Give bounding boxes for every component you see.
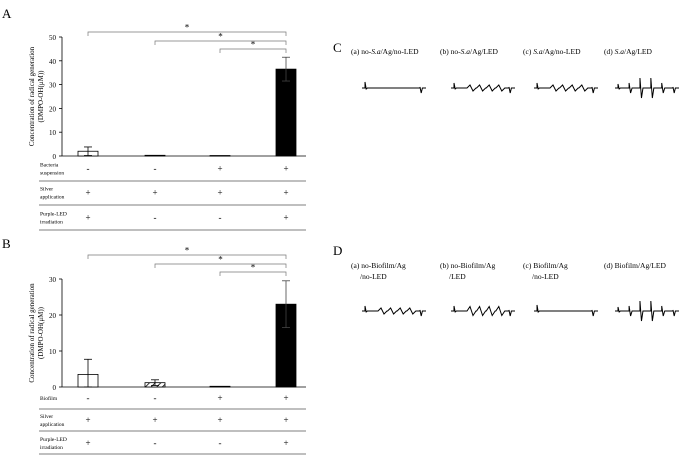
- condition-label: application: [40, 195, 65, 201]
- condition-value: +: [217, 393, 222, 403]
- condition-value: +: [283, 438, 288, 448]
- condition-value: +: [217, 164, 222, 174]
- esr-spectrum: [451, 305, 515, 317]
- esr-spectrum: [615, 300, 679, 322]
- condition-value: -: [154, 438, 157, 448]
- condition-value: -: [154, 164, 157, 174]
- esr-panel-d: (a) no-Biofilm/Ag/no-LED (b) no-Biofilm/A…: [351, 261, 679, 322]
- spectrum-label: (b) no-Biofilm/Ag: [440, 261, 495, 270]
- condition-label: application: [40, 422, 65, 428]
- spectrum-label: (a) no-Biofilm/Ag: [351, 261, 406, 270]
- significance-bracket: [87, 254, 287, 259]
- y-axis-label-unit: (DMPO-OH(μM)): [37, 306, 45, 359]
- condition-label: irradiation: [40, 445, 63, 451]
- y-tick-label: 40: [49, 58, 57, 66]
- condition-value: +: [283, 164, 288, 174]
- panel-letter-c: C: [333, 40, 342, 55]
- condition-value: +: [283, 393, 288, 403]
- spectrum-label: (c) S.a/Ag/no-LED: [523, 47, 581, 56]
- y-tick-label: 10: [49, 129, 57, 137]
- y-tick-label: 30: [49, 276, 57, 284]
- condition-label: Silver: [40, 414, 53, 420]
- significance-star: *: [185, 23, 190, 33]
- panel-letter-d: D: [333, 243, 342, 258]
- condition-value: +: [152, 188, 157, 198]
- condition-value: +: [152, 415, 157, 425]
- significance-star: *: [218, 32, 223, 42]
- condition-value: -: [154, 393, 157, 403]
- significance-bracket: [219, 271, 287, 276]
- spectrum-label-line2: /LED: [449, 272, 466, 281]
- y-axis-label: Concentration of radical generation: [28, 283, 36, 383]
- esr-spectrum: [362, 81, 426, 94]
- panel-letter-a: A: [2, 6, 12, 21]
- condition-value: -: [219, 213, 222, 223]
- spectrum-label: (c) Biofilm/Ag: [523, 261, 568, 270]
- condition-label: suspension: [40, 171, 64, 177]
- esr-spectrum: [362, 305, 426, 317]
- condition-value: +: [85, 438, 90, 448]
- condition-label: Biofilm: [40, 395, 58, 402]
- condition-value: +: [85, 415, 90, 425]
- esr-panel-c: (a) no-S.a/Ag/no-LED (b) no-S.a/Ag/LED (c)…: [351, 47, 679, 99]
- y-tick-label: 0: [53, 153, 57, 161]
- y-tick-label: 0: [53, 384, 57, 392]
- spectrum-label: (d) S.a/Ag/LED: [604, 47, 652, 56]
- condition-value: +: [85, 213, 90, 223]
- esr-spectrum: [534, 82, 598, 94]
- esr-spectrum: [615, 77, 679, 99]
- bar: [275, 68, 297, 157]
- spectrum-label: (a) no-S.a/Ag/no-LED: [351, 47, 419, 56]
- esr-spectrum: [534, 304, 598, 317]
- significance-bracket: [154, 40, 287, 45]
- y-tick-label: 30: [49, 82, 57, 90]
- bar: [209, 385, 231, 388]
- condition-value: -: [87, 164, 90, 174]
- condition-value: +: [283, 213, 288, 223]
- y-tick-label: 20: [49, 105, 57, 113]
- y-axis-label-unit: (DMPO-OH(μM)): [37, 70, 45, 123]
- spectrum-label: (d) Biofilm/Ag/LED: [604, 261, 666, 270]
- condition-value: -: [154, 213, 157, 223]
- condition-value: -: [87, 393, 90, 403]
- bar: [209, 155, 231, 157]
- significance-bracket: [154, 263, 287, 268]
- significance-star: *: [185, 246, 190, 256]
- condition-label: Purple-LED: [40, 437, 67, 443]
- spectrum-label: (b) no-S.a/Ag/LED: [440, 47, 498, 56]
- bar: [144, 154, 166, 157]
- esr-spectrum: [451, 82, 515, 94]
- condition-label: Bacteria: [40, 163, 59, 169]
- spectrum-label-line2: /no-LED: [360, 272, 387, 281]
- significance-star: *: [218, 255, 223, 265]
- panel-letter-b: B: [2, 236, 11, 251]
- significance-star: *: [251, 40, 256, 50]
- significance-bracket: [87, 31, 287, 36]
- y-tick-label: 10: [49, 348, 57, 356]
- significance-star: *: [251, 263, 256, 273]
- condition-value: +: [217, 188, 222, 198]
- condition-value: +: [217, 415, 222, 425]
- y-tick-label: 50: [49, 34, 57, 42]
- condition-label: Silver: [40, 187, 53, 193]
- condition-label: irradiation: [40, 220, 63, 226]
- condition-label: Purple-LED: [40, 212, 67, 218]
- significance-bracket: [219, 48, 287, 53]
- condition-value: -: [219, 438, 222, 448]
- condition-value: +: [283, 415, 288, 425]
- spectrum-label-line2: /no-LED: [532, 272, 559, 281]
- condition-value: +: [85, 188, 90, 198]
- y-axis-label: Concentration of radical generation: [28, 46, 36, 146]
- y-tick-label: 20: [49, 312, 57, 320]
- condition-value: +: [283, 188, 288, 198]
